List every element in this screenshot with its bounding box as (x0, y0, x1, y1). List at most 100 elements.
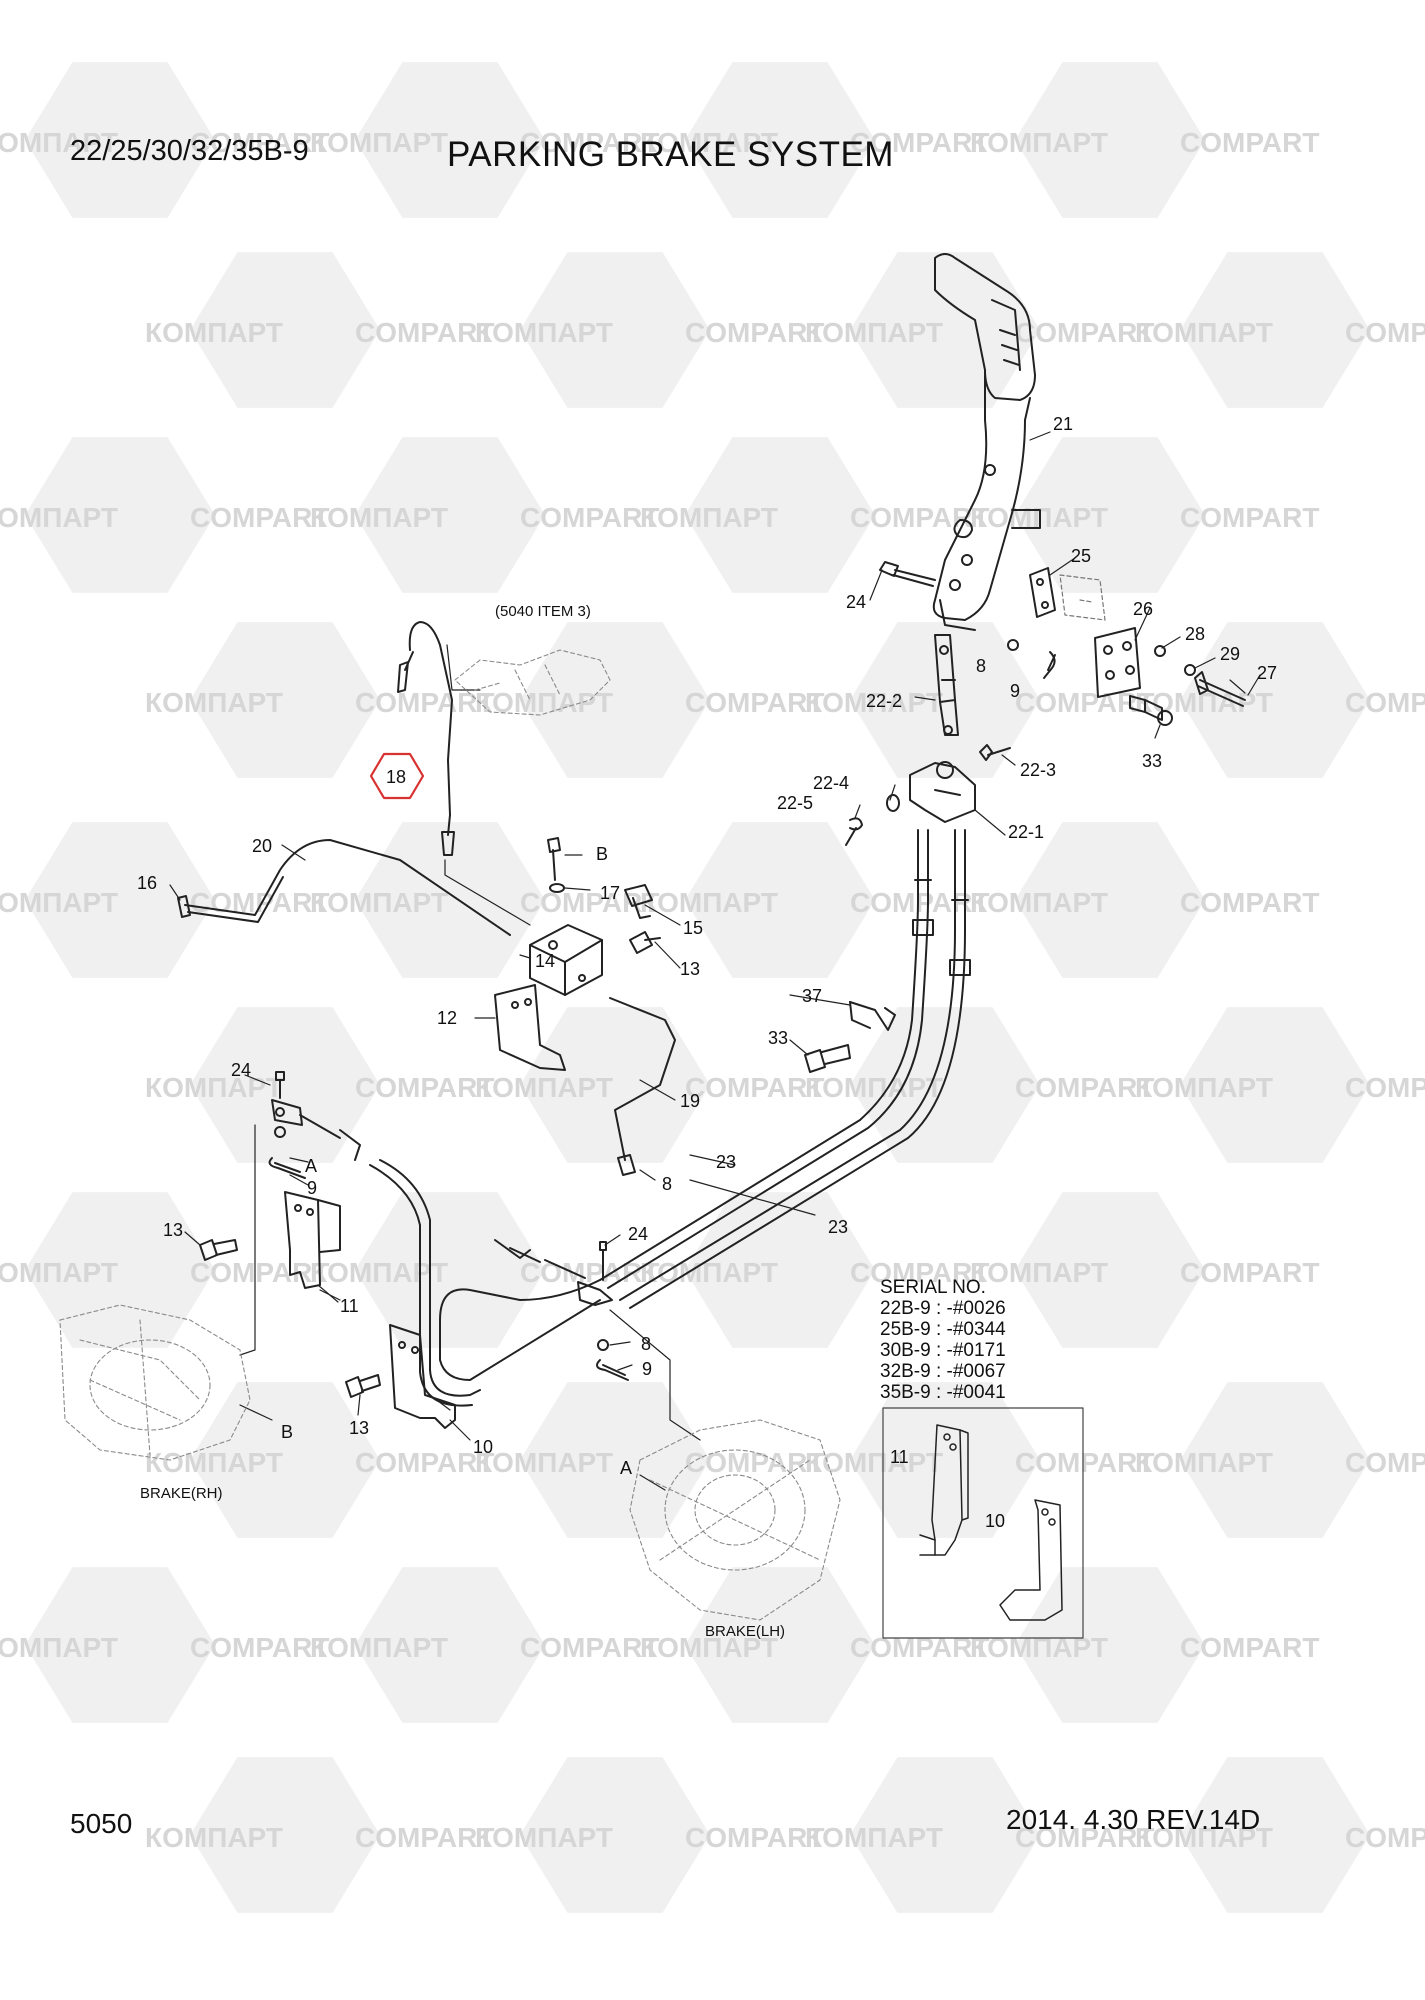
watermark-text: КОМПАРТ (145, 317, 283, 348)
watermark-text: COMPART (1180, 502, 1319, 533)
page-title: PARKING BRAKE SYSTEM (447, 135, 894, 174)
bolt-13-lh (345, 1374, 381, 1398)
callout-label: 26 (1133, 599, 1153, 619)
watermark-text: COMPART (685, 1072, 824, 1103)
watermark-text: КОМПАРТ (145, 687, 283, 718)
watermark-text: COMPART (1180, 887, 1319, 918)
watermark-text: COMPART (190, 887, 329, 918)
watermark-text: COMPART (1180, 1257, 1319, 1288)
watermark-text: КОМПАРТ (310, 887, 448, 918)
ghost-outlines (59, 649, 841, 1621)
serial-list: SERIAL NO. 22B-9 : -#0026 25B-9 : -#0344… (880, 1277, 1006, 1403)
rh-lever-bracket (271, 1071, 361, 1161)
callout-label: A (305, 1156, 317, 1176)
callout-label: 8 (662, 1174, 672, 1194)
bolt-33-mid (804, 1044, 851, 1073)
callout-label: B (596, 844, 608, 864)
callout-label: 25 (1071, 546, 1091, 566)
watermark-text: КОМПАРТ (475, 1447, 613, 1478)
watermark-text: COMPART (520, 1632, 659, 1663)
watermark-tile: КОМПАРТ COMPART (475, 1757, 824, 1913)
callout-label: 13 (680, 959, 700, 979)
watermark-text: COMPART (355, 1822, 494, 1853)
lh-lever-bracket (577, 1241, 613, 1351)
callout-label: 23 (716, 1152, 736, 1172)
watermark-text: КОМПАРТ (0, 127, 118, 158)
washer-28 (1154, 645, 1166, 657)
watermark-text: COMPART (355, 317, 494, 348)
callout-label: 29 (1220, 644, 1240, 664)
watermark-text: COMPART (355, 1072, 494, 1103)
callout-label: 27 (1257, 663, 1277, 683)
serial-entry: 30B-9 : -#0171 (880, 1340, 1006, 1361)
callout-label: 11 (340, 1296, 359, 1316)
callout-label: 21 (1053, 414, 1073, 434)
watermark-text: COMPART (850, 1257, 989, 1288)
watermark-text: КОМПАРТ (475, 1822, 613, 1853)
watermark-text: КОМПАРТ (640, 887, 778, 918)
callout-label: 9 (307, 1178, 317, 1198)
watermark-text: COMPART (190, 1632, 329, 1663)
callout-label: 24 (628, 1224, 648, 1244)
callout-label: 15 (683, 918, 703, 938)
watermark-text: COMPART (520, 502, 659, 533)
callout-label: 22-2 (866, 691, 902, 711)
cotter-pin-9-top (1043, 651, 1056, 679)
watermark-text: COMPART (190, 1257, 329, 1288)
callout-label: 20 (252, 836, 272, 856)
watermark-text: КОМПАРТ (1135, 1447, 1273, 1478)
watermark-text: КОМПАРТ (970, 1632, 1108, 1663)
watermark-text: COMPART (190, 502, 329, 533)
block-14 (529, 924, 603, 996)
callout-label: 22-4 (813, 773, 849, 793)
callout-label: 10 (473, 1437, 493, 1457)
callout-label: 9 (1010, 681, 1020, 701)
watermark-text: COMPART (1345, 1072, 1425, 1103)
reference-note: (5040 ITEM 3) (495, 603, 591, 620)
watermark-text: КОМПАРТ (805, 317, 943, 348)
brake-line-20 (177, 839, 511, 936)
watermark-text: COMPART (355, 687, 494, 718)
callout-label: B (281, 1422, 293, 1442)
fitting-13-block (629, 931, 661, 954)
watermark-text: КОМПАРТ (1135, 317, 1273, 348)
bolt-22-3 (979, 744, 1011, 761)
bracket-12 (494, 984, 566, 1071)
cotter-22-5 (845, 817, 863, 846)
serial-entry: 35B-9 : -#0041 (880, 1382, 1006, 1403)
watermark-text: COMPART (1345, 317, 1425, 348)
watermark-text: КОМПАРТ (310, 1632, 448, 1663)
watermark-text: КОМПАРТ (805, 1822, 943, 1853)
cotter-pin-9-rh (268, 1157, 306, 1179)
watermark-tile: КОМПАРТ COMPART (145, 252, 494, 408)
watermark-text: COMPART (685, 1822, 824, 1853)
pin-24-top (879, 561, 936, 587)
watermark-text: COMPART (850, 127, 989, 158)
watermark-tile: КОМПАРТ COMPART (310, 1567, 659, 1723)
watermark-text: COMPART (1345, 1447, 1425, 1478)
view-label-brake-rh: BRAKE(RH) (140, 1485, 223, 1502)
watermark-text: КОМПАРТ (970, 887, 1108, 918)
watermark-text: КОМПАРТ (310, 127, 448, 158)
callout-label: 16 (137, 873, 157, 893)
bolt-27 (1194, 671, 1246, 707)
callout-label: 28 (1185, 624, 1205, 644)
plate-11 (284, 1191, 341, 1289)
watermark-text: COMPART (355, 1447, 494, 1478)
watermark-text: COMPART (850, 887, 989, 918)
watermark-text: КОМПАРТ (145, 1072, 283, 1103)
